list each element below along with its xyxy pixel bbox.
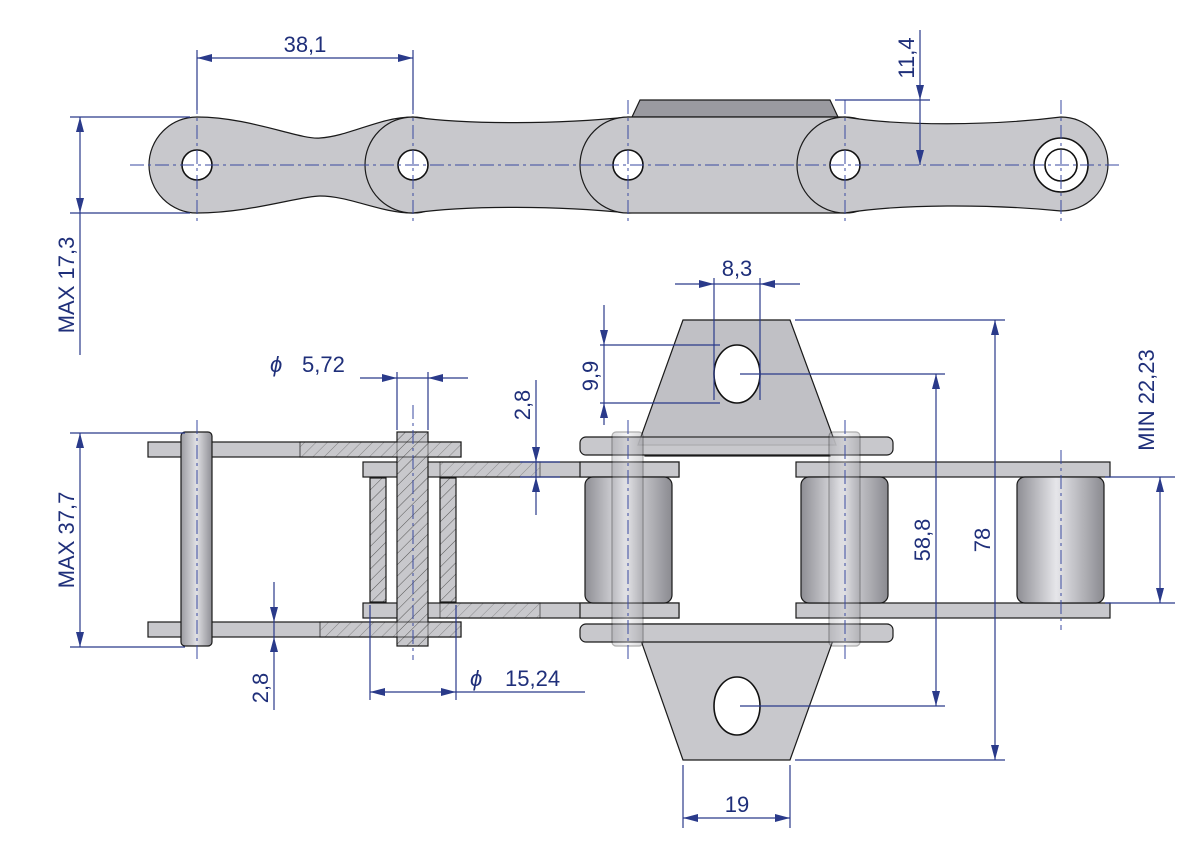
- roller-diameter-label: 15,24: [505, 666, 560, 691]
- roller-diameter-dimension: ϕ 15,24: [369, 605, 585, 700]
- attachment-width-dimension: 19: [682, 765, 791, 828]
- plate-thickness-bottom-dimension: 2,8: [248, 582, 278, 710]
- top-height-dimension: 11,4: [835, 30, 930, 165]
- diameter-symbol-1: ϕ: [270, 352, 282, 377]
- bushing-section-right: [439, 477, 457, 603]
- attachment-width-label: 19: [725, 792, 749, 817]
- max-width-dimension: MAX 37,7: [54, 432, 185, 648]
- attachment-hole-span-dimension: 58,8: [740, 373, 945, 707]
- attachment-hole-span-label: 58,8: [910, 519, 935, 562]
- pin-diameter-label: 5,72: [302, 352, 345, 377]
- inner-width-label: MIN 22,23: [1134, 349, 1159, 451]
- slot-height-label: 9,9: [578, 361, 603, 392]
- pitch-label: 38,1: [284, 32, 327, 57]
- pitch-dimension: 38,1: [196, 32, 414, 110]
- plate-thickness-top-label: 2,8: [510, 390, 535, 421]
- plate-thickness-top-dimension: 2,8: [510, 380, 560, 515]
- inner-width-dimension: MIN 22,23: [1105, 349, 1175, 604]
- inner-plate-right-bottom: [795, 602, 1111, 619]
- attachment-total-span-dimension: 78: [795, 319, 1005, 761]
- plate-thickness-bottom-label: 2,8: [248, 673, 273, 704]
- top-height-label: 11,4: [894, 37, 919, 78]
- max-width-label: MAX 37,7: [54, 492, 79, 589]
- max-height-dimension: MAX 17,3: [54, 116, 190, 355]
- attachment-top-profile: [631, 99, 839, 118]
- slot-width-label: 8,3: [722, 256, 753, 281]
- side-view: [130, 99, 1120, 225]
- max-height-label: MAX 17,3: [54, 237, 79, 334]
- bushing-section-left: [369, 477, 387, 603]
- outer-plate-attach-bottom: [579, 623, 894, 643]
- attachment-total-span-label: 78: [970, 528, 995, 552]
- inner-plate-right-top: [795, 461, 1111, 478]
- outer-plate-attach-top: [579, 436, 894, 456]
- slot-height-dimension: 9,9: [578, 305, 720, 425]
- slot-width-dimension: 8,3: [675, 256, 800, 400]
- pin-diameter-dimension: ϕ 5,72: [270, 352, 468, 430]
- diameter-symbol-2: ϕ: [470, 666, 482, 691]
- plan-view: [147, 319, 1111, 761]
